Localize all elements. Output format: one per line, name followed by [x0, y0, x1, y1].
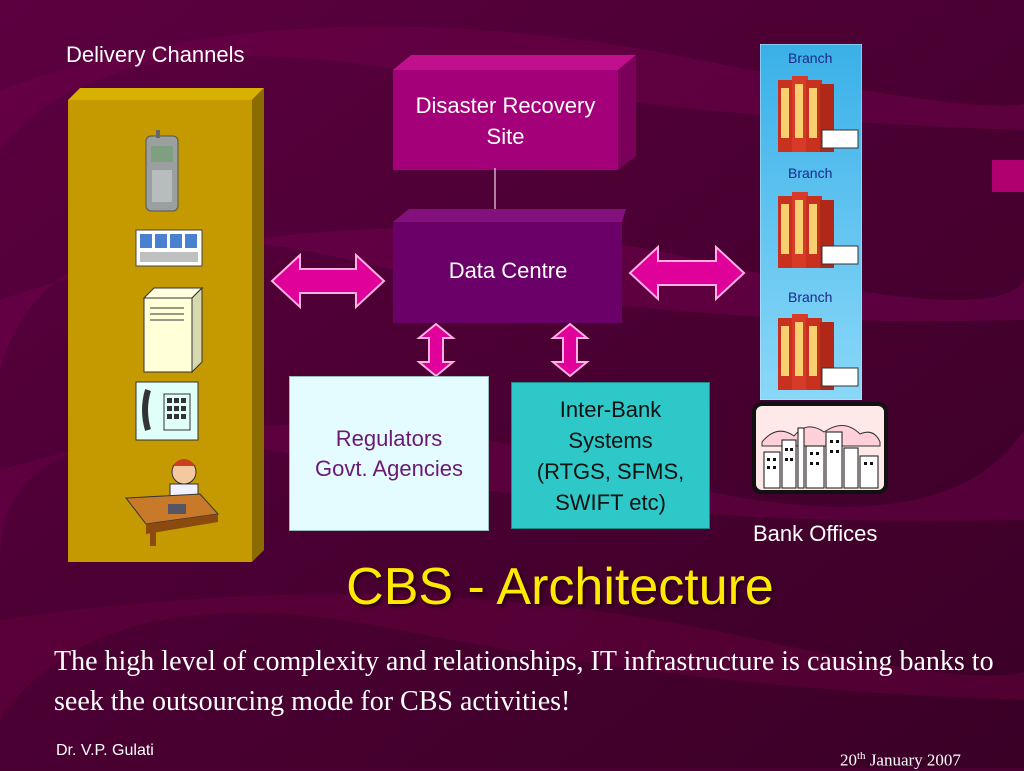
regulators-line1: Regulators — [335, 425, 443, 451]
dc-regulators-arrow — [416, 322, 456, 378]
interbank-line1: Inter-Bank — [559, 396, 662, 422]
branch-building-icon — [778, 76, 859, 152]
branch-building-icon — [778, 192, 859, 268]
interbank-box: Inter-Bank Systems (RTGS, SFMS, SWIFT et… — [511, 382, 710, 529]
telephone-icon — [135, 381, 199, 441]
date-footer: 20th January 2007 — [840, 750, 961, 770]
interbank-line2: Systems — [568, 427, 653, 453]
atm-icon — [135, 229, 203, 267]
author-footer: Dr. V.P. Gulati — [56, 742, 154, 759]
city-skyline-icon — [752, 402, 888, 494]
server-icon — [142, 286, 204, 374]
dc-interbank-arrow — [550, 322, 590, 378]
interbank-line3: (RTGS, SFMS, — [536, 458, 685, 484]
dc-branch-arrow — [628, 244, 746, 302]
disaster-recovery-box — [393, 55, 636, 170]
channels-dc-arrow — [270, 252, 386, 310]
branch-label: Branch — [788, 289, 833, 305]
data-centre-label: Data Centre — [448, 258, 568, 283]
branch-label: Branch — [788, 165, 833, 181]
branch-panel: Branch Branch Branch — [760, 44, 862, 400]
delivery-channels-label: Delivery Channels — [66, 42, 245, 67]
data-centre-box — [393, 209, 626, 323]
delivery-channels-panel — [68, 88, 264, 562]
decorative-tab — [992, 160, 1024, 192]
call-centre-operator-icon — [125, 459, 220, 546]
regulators-box: Regulators Govt. Agencies — [289, 376, 489, 531]
slide-body-text: The high level of complexity and relatio… — [54, 646, 994, 717]
interbank-line4: SWIFT etc) — [555, 489, 666, 515]
branch-building-icon — [778, 314, 859, 390]
slide-title: CBS - Architecture — [346, 558, 774, 616]
branch-label: Branch — [788, 50, 833, 66]
bank-offices-label: Bank Offices — [753, 521, 878, 546]
mobile-phone-icon — [145, 130, 179, 212]
regulators-line2: Govt. Agencies — [315, 455, 463, 481]
disaster-recovery-label: Disaster Recovery Site — [415, 93, 596, 149]
